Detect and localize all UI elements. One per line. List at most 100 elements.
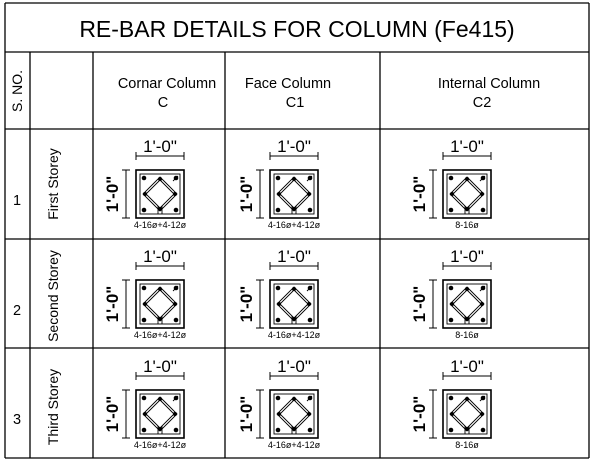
detail-r2-internal-mid-bar-2 — [480, 302, 484, 306]
detail-r2-face-corner-bar-3 — [275, 317, 281, 323]
detail-r3-corner-corner-bar-1 — [141, 395, 147, 401]
column-header-internal-name: Internal Column — [438, 76, 540, 92]
sno-header: S. NO. — [9, 70, 25, 112]
detail-r3-internal-bars-label: 8-16ø — [455, 440, 479, 450]
detail-r3-internal-corner-bar-2 — [480, 395, 486, 401]
detail-r2-internal-mid-bar-3 — [465, 317, 469, 321]
detail-r1-corner-depth-label: 1'-0" — [103, 176, 122, 213]
detail-r3-face-mid-bar-2 — [307, 412, 311, 416]
detail-r3-internal-corner-bar-1 — [448, 395, 454, 401]
detail-r3-internal-mid-bar-4 — [450, 412, 454, 416]
detail-r1-internal-bars-label: 8-16ø — [455, 220, 479, 230]
detail-r1-corner-diamond-tie-inner — [145, 179, 175, 209]
detail-r2-corner-depth-label: 1'-0" — [103, 286, 122, 323]
detail-r1-internal-outer-square — [442, 169, 492, 219]
detail-r3-face-tie-square — [273, 393, 315, 435]
detail-r2-face-bars-label: 4-16ø+4-12ø — [268, 330, 321, 340]
detail-r3-corner-outer-square — [135, 389, 185, 439]
detail-r3-face-diamond-tie — [276, 396, 312, 432]
detail-r3-internal-section: 1'-0"1'-0"8-16ø — [410, 357, 492, 450]
detail-r1-internal-mid-bar-2 — [480, 192, 484, 196]
detail-r1-internal-corner-bar-4 — [480, 207, 486, 213]
detail-r1-face-mid-bar-4 — [277, 192, 281, 196]
detail-r3-face-mid-bar-3 — [292, 427, 296, 431]
column-details: 1'-0" 1'-0" 4-16ø+4-12ø 1'-0" 1'-0" 4-16ø+4-1… — [103, 137, 492, 450]
detail-r3-internal-diamond-tie-inner — [452, 399, 482, 429]
detail-r1-internal-diamond-tie-inner — [452, 179, 482, 209]
row-3-number: 3 — [13, 412, 21, 428]
detail-r3-internal-corner-bar-4 — [480, 427, 486, 433]
detail-r1-internal-section: 1'-0"1'-0"8-16ø — [410, 137, 492, 230]
detail-r2-corner-corner-bar-3 — [141, 317, 147, 323]
detail-r2-corner-corner-bar-2 — [173, 285, 179, 291]
detail-r1-face-corner-bar-1 — [275, 175, 281, 181]
column-header-internal-code: C2 — [473, 95, 492, 111]
detail-r2-face-corner-bar-2 — [307, 285, 313, 291]
detail-r1-corner-mid-bar-1 — [158, 177, 162, 181]
detail-r2-face-corner-bar-1 — [275, 285, 281, 291]
detail-r1-corner-bars-label: 4-16ø+4-12ø — [134, 220, 187, 230]
detail-r1-internal-mid-bar-1 — [465, 177, 469, 181]
detail-r3-corner-corner-bar-4 — [173, 427, 179, 433]
detail-r1-face-mid-bar-1 — [292, 177, 296, 181]
detail-r1-face-depth-label: 1'-0" — [237, 176, 256, 213]
detail-r2-corner-width-label: 1'-0" — [143, 247, 177, 266]
detail-r2-corner-diamond-tie-inner — [145, 289, 175, 319]
column-header-face-code: C1 — [286, 95, 305, 111]
detail-r2-internal-section: 1'-0" 1'-0" 8-16ø — [410, 247, 492, 340]
detail-r2-corner-diamond-tie — [142, 286, 178, 322]
detail-r2-internal-diamond-tie-inner — [452, 289, 482, 319]
detail-r3-face-corner-bar-4 — [307, 427, 313, 433]
detail-r1-face-corner-bar-2 — [307, 175, 313, 181]
detail-r2-face-width-label: 1'-0" — [277, 247, 311, 266]
detail-r2-face-diamond-tie-inner — [279, 289, 309, 319]
detail-r2-corner-mid-bar-2 — [173, 302, 177, 306]
detail-r2-internal-mid-bar-1 — [465, 287, 469, 291]
detail-r3-corner-width-label: 1'-0" — [143, 357, 177, 376]
detail-r1-face-bars-label: 4-16ø+4-12ø — [268, 220, 321, 230]
detail-r2-corner-corner-bar-4 — [173, 317, 179, 323]
detail-r2-face-section: 1'-0" 1'-0" 4-16ø+4-12ø — [237, 247, 321, 340]
detail-r1-corner-width-label: 1'-0" — [143, 137, 177, 156]
detail-r1-internal-corner-bar-2 — [480, 175, 486, 181]
detail-r3-face-corner-bar-1 — [275, 395, 281, 401]
detail-r2-internal-bars-label: 8-16ø — [455, 330, 479, 340]
detail-r2-internal-outer-square — [442, 279, 492, 329]
detail-r1-corner-mid-bar-3 — [158, 207, 162, 211]
detail-r3-internal-corner-bar-3 — [448, 427, 454, 433]
detail-r3-internal-mid-bar-1 — [465, 397, 469, 401]
detail-r2-internal-corner-bar-1 — [448, 285, 454, 291]
detail-r2-face-mid-bar-1 — [292, 287, 296, 291]
table-grid — [4, 2, 590, 459]
detail-r1-corner-corner-bar-4 — [173, 207, 179, 213]
detail-r2-internal-width-label: 1'-0" — [450, 247, 484, 266]
detail-r3-face-width-label: 1'-0" — [277, 357, 311, 376]
detail-r2-corner-mid-bar-3 — [158, 317, 162, 321]
detail-r2-face-depth-label: 1'-0" — [237, 286, 256, 323]
detail-r2-internal-diamond-tie — [449, 286, 485, 322]
detail-r1-corner-tie-square — [139, 173, 181, 215]
detail-r1-internal-diamond-tie — [449, 176, 485, 212]
detail-r3-internal-mid-bar-2 — [480, 412, 484, 416]
detail-r3-face-outer-square — [269, 389, 319, 439]
page-title: RE-BAR DETAILS FOR COLUMN (Fe415) — [79, 16, 514, 42]
detail-r2-corner-mid-bar-1 — [158, 287, 162, 291]
detail-r1-corner-diamond-tie — [142, 176, 178, 212]
detail-r3-corner-depth-label: 1'-0" — [103, 396, 122, 433]
detail-r3-face-bars-label: 4-16ø+4-12ø — [268, 440, 321, 450]
detail-r2-internal-depth-label: 1'-0" — [410, 286, 429, 323]
detail-r1-face-corner-bar-4 — [307, 207, 313, 213]
detail-r2-face-mid-bar-3 — [292, 317, 296, 321]
detail-r2-internal-tie-square — [446, 283, 488, 325]
detail-r3-face-diamond-tie-inner — [279, 399, 309, 429]
detail-r3-face-depth-label: 1'-0" — [237, 396, 256, 433]
detail-r3-corner-mid-bar-3 — [158, 427, 162, 431]
detail-r1-face-corner-bar-3 — [275, 207, 281, 213]
detail-r1-corner-section: 1'-0" 1'-0" 4-16ø+4-12ø — [103, 137, 187, 230]
detail-r1-face-tie-square — [273, 173, 315, 215]
detail-r1-internal-corner-bar-3 — [448, 207, 454, 213]
detail-r1-internal-depth-label: 1'-0" — [410, 176, 429, 213]
row-3-storey: Third Storey — [45, 369, 61, 445]
detail-r3-corner-tie-square — [139, 393, 181, 435]
